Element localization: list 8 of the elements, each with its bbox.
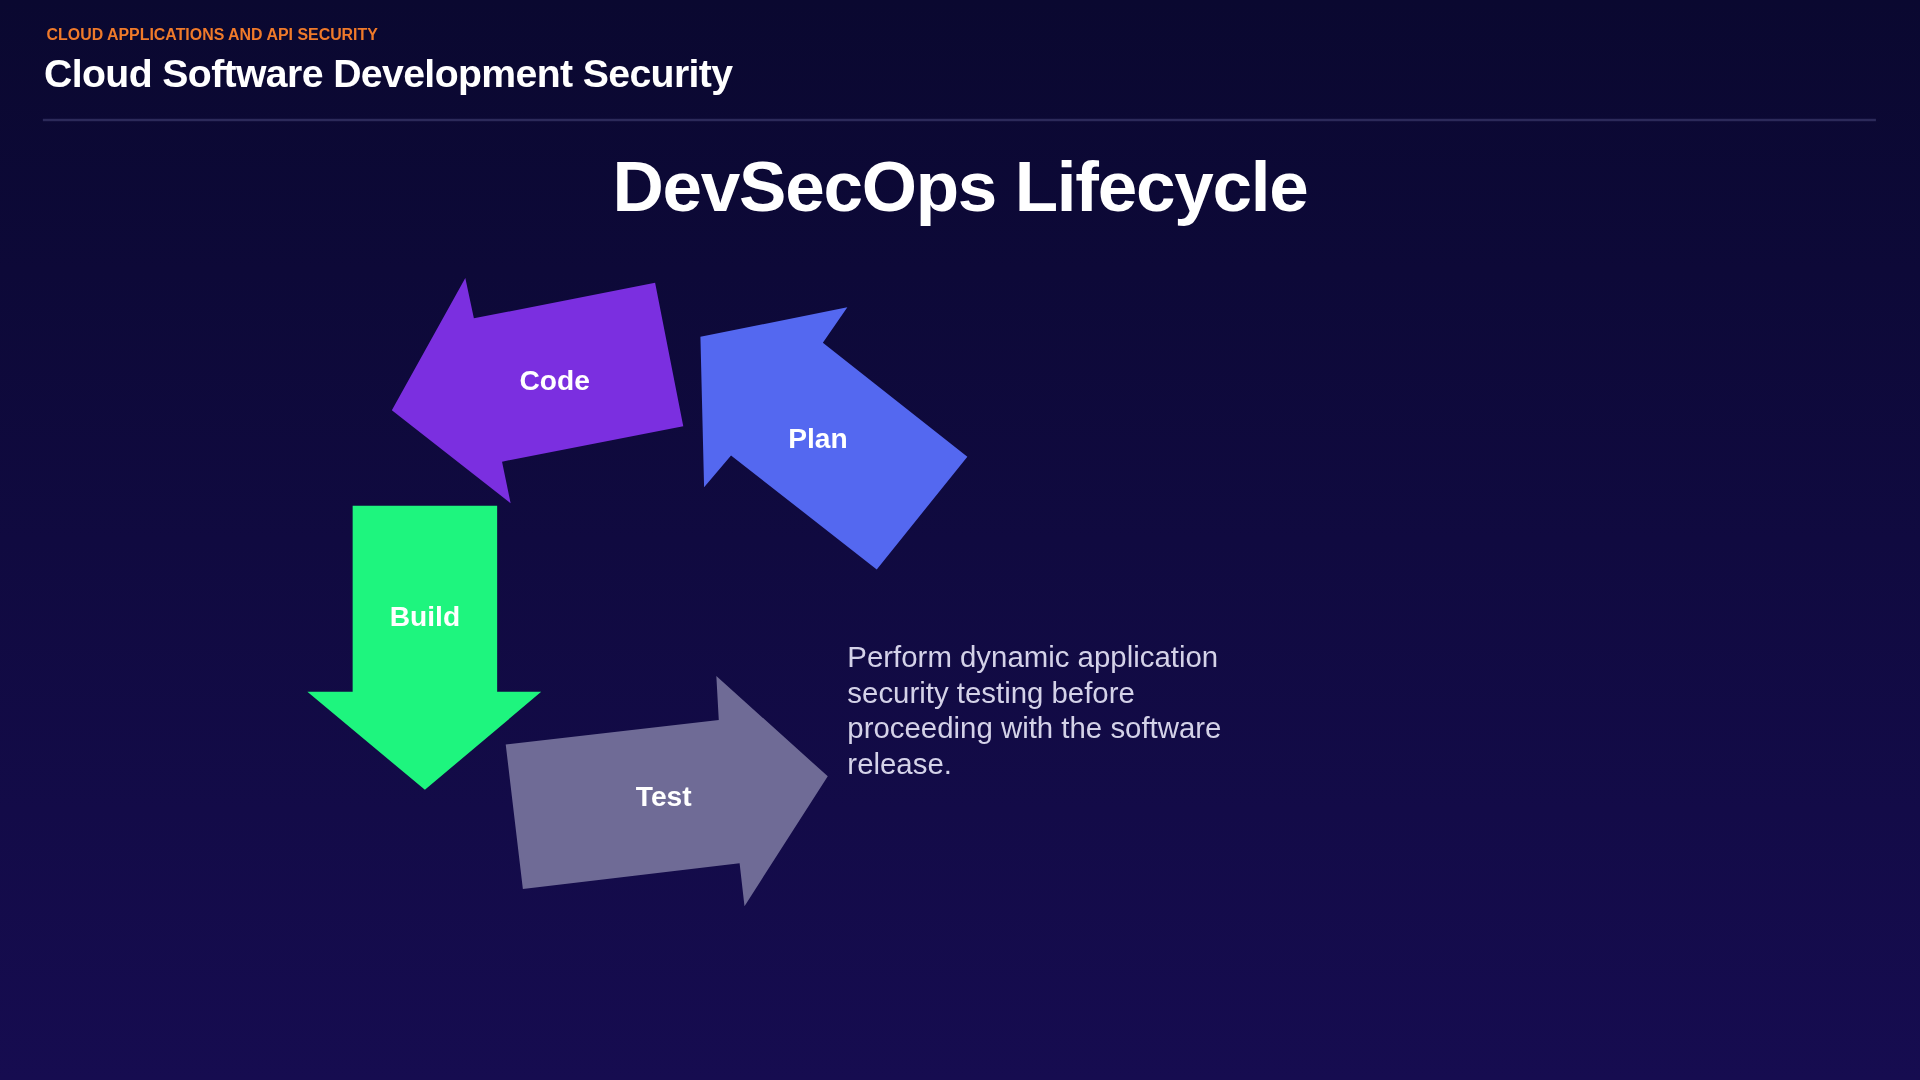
slide-title: DevSecOps Lifecycle xyxy=(612,145,1308,228)
step-label: Plan xyxy=(788,421,848,455)
course-label: CLOUD APPLICATIONS AND API SECURITY xyxy=(46,25,378,45)
header-title: Cloud Software Development Security xyxy=(44,51,733,97)
step-label: Code xyxy=(519,364,590,398)
step-label: Build xyxy=(389,600,461,634)
description-text: Perform dynamic application security testing before proceeding with the software release. xyxy=(847,639,1223,782)
step-label: Test xyxy=(635,780,692,814)
